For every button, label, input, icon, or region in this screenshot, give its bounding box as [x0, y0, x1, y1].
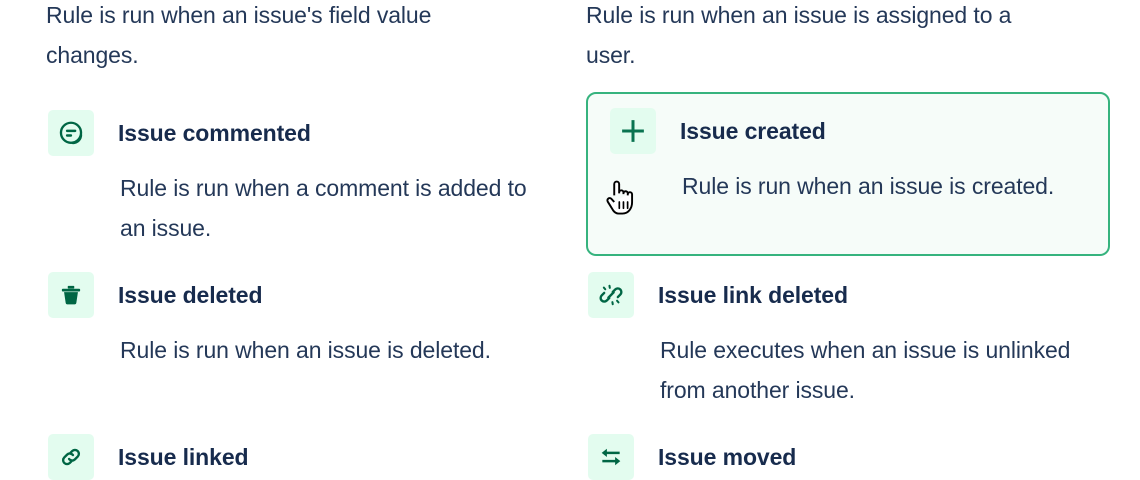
swap-arrows-icon [588, 434, 634, 480]
option-description: Rule is run when a comment is added to a… [120, 175, 527, 241]
option-header: Issue linked [48, 434, 249, 480]
comment-icon [48, 110, 94, 156]
trigger-option-issue-commented[interactable]: Issue commented Rule is run when a comme… [46, 108, 527, 248]
option-header: Issue created [610, 108, 826, 154]
option-header: Issue commented [48, 110, 311, 156]
trigger-option-issue-linked[interactable]: Issue linked [46, 432, 526, 480]
option-title: Issue moved [658, 444, 797, 470]
trigger-option-issue-moved[interactable]: Issue moved [586, 432, 1110, 480]
option-title: Issue deleted [118, 282, 263, 308]
trash-icon [48, 272, 94, 318]
option-description: Rule is run when an issue is deleted. [120, 337, 491, 363]
link-icon [48, 434, 94, 480]
option-header: Issue link deleted [588, 272, 848, 318]
option-header: Issue deleted [48, 272, 263, 318]
option-title: Issue commented [118, 120, 311, 146]
partial-description-right: Rule is run when an issue is assigned to… [586, 2, 1012, 68]
trigger-option-issue-created[interactable]: Issue created Rule is run when an issue … [586, 92, 1110, 256]
option-title: Issue link deleted [658, 282, 848, 308]
partial-description-left: Rule is run when an issue's field value … [46, 2, 432, 68]
trigger-option-issue-link-deleted[interactable]: Issue link deleted Rule executes when an… [586, 270, 1110, 410]
option-title: Issue created [680, 118, 826, 144]
broken-link-icon [588, 272, 634, 318]
option-title: Issue linked [118, 444, 249, 470]
option-description: Rule executes when an issue is unlinked … [660, 337, 1071, 403]
option-header: Issue moved [588, 434, 796, 480]
trigger-option-issue-deleted[interactable]: Issue deleted Rule is run when an issue … [46, 270, 526, 410]
option-description: Rule is run when an issue is created. [682, 173, 1055, 199]
plus-icon [610, 108, 656, 154]
